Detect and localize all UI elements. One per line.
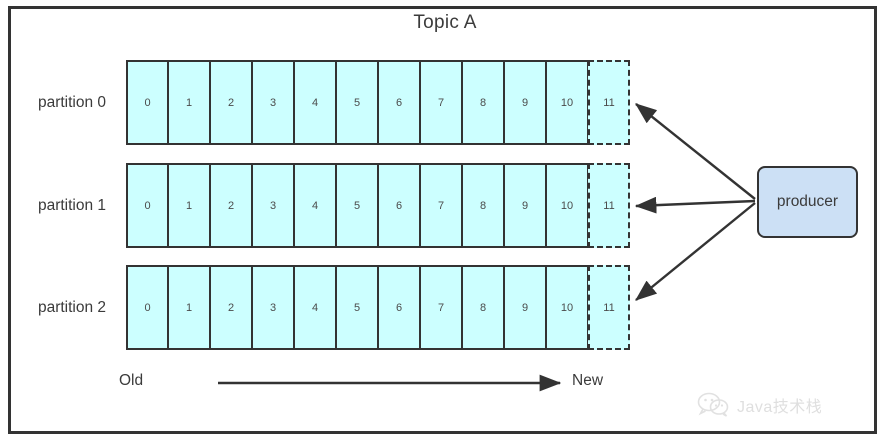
segment-cell: 7 (420, 265, 462, 350)
partition-strip-1: 0 1 2 3 4 5 6 7 8 9 10 11 (126, 163, 630, 248)
segment-cell: 7 (420, 60, 462, 145)
segment-cell: 1 (168, 60, 210, 145)
producer-node[interactable]: producer (757, 166, 858, 238)
partition-strip-2: 0 1 2 3 4 5 6 7 8 9 10 11 (126, 265, 630, 350)
page-title: Topic A (413, 12, 477, 33)
segment-cell: 2 (210, 265, 252, 350)
segment-cell: 1 (168, 265, 210, 350)
segment-cell: 8 (462, 163, 504, 248)
segment-cell: 4 (294, 60, 336, 145)
segment-cell: 10 (546, 265, 588, 350)
partition-label-1: partition 1 (37, 197, 107, 214)
segment-cell: 6 (378, 265, 420, 350)
segment-cell: 3 (252, 265, 294, 350)
pending-segment-cell: 11 (588, 60, 630, 145)
segment-cell: 2 (210, 163, 252, 248)
segment-cell: 9 (504, 265, 546, 350)
segment-cell: 1 (168, 163, 210, 248)
segment-cell: 0 (126, 265, 168, 350)
watermark: Java技术栈 (697, 392, 822, 418)
segment-cell: 3 (252, 60, 294, 145)
segment-cell: 6 (378, 163, 420, 248)
diagram-frame (8, 6, 877, 434)
pending-segment-cell: 11 (588, 163, 630, 248)
segment-cell: 4 (294, 265, 336, 350)
segment-cell: 6 (378, 60, 420, 145)
segment-cell: 5 (336, 163, 378, 248)
segment-cell: 7 (420, 163, 462, 248)
segment-cell: 5 (336, 265, 378, 350)
segment-cell: 10 (546, 163, 588, 248)
watermark-text: Java技术栈 (737, 399, 823, 416)
partition-label-0: partition 0 (37, 94, 107, 111)
partition-label-2: partition 2 (37, 299, 107, 316)
pending-segment-cell: 11 (588, 265, 630, 350)
segment-cell: 0 (126, 60, 168, 145)
segment-cell: 4 (294, 163, 336, 248)
segment-cell: 2 (210, 60, 252, 145)
segment-cell: 9 (504, 60, 546, 145)
segment-cell: 10 (546, 60, 588, 145)
wechat-icon (697, 392, 729, 417)
segment-cell: 3 (252, 163, 294, 248)
partition-strip-0: 0 1 2 3 4 5 6 7 8 9 10 11 (126, 60, 630, 145)
segment-cell: 0 (126, 163, 168, 248)
axis-start-label: Old (118, 372, 144, 389)
segment-cell: 5 (336, 60, 378, 145)
segment-cell: 8 (462, 265, 504, 350)
segment-cell: 8 (462, 60, 504, 145)
axis-end-label: New (572, 372, 604, 389)
segment-cell: 9 (504, 163, 546, 248)
